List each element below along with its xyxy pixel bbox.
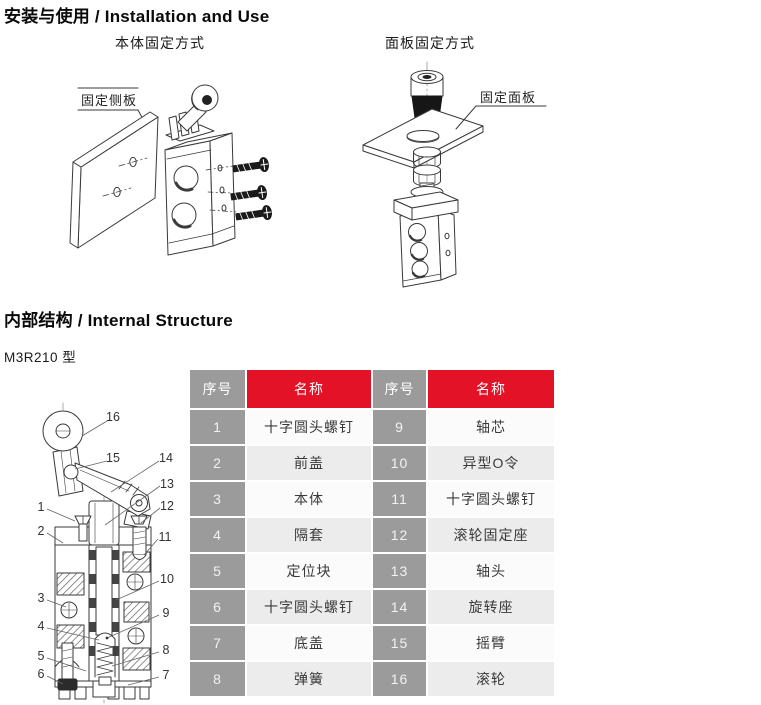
part-no-cell: 4: [190, 518, 245, 552]
part-no-cell: 16: [373, 662, 426, 696]
lock-nuts: [413, 146, 441, 187]
panel-mount-caption: 面板固定方式: [385, 35, 475, 51]
callout-9: 9: [163, 606, 170, 620]
part-no-cell: 14: [373, 590, 426, 624]
callout-2: 2: [38, 524, 45, 538]
table-row: 2 前盖 10 异型O令: [190, 446, 554, 480]
valve-body: [393, 191, 459, 288]
table-row: 1 十字圆头螺钉 9 轴芯: [190, 410, 554, 444]
part-name-cell: 十字圆头螺钉: [428, 482, 554, 516]
part-name-cell: 轴芯: [428, 410, 554, 444]
table-row: 7 底盖 15 摇臂: [190, 626, 554, 660]
callout-16: 16: [106, 410, 120, 424]
part-no-cell: 13: [373, 554, 426, 588]
part-name-cell: 摇臂: [428, 626, 554, 660]
header-name-right: 名称: [428, 370, 554, 408]
callout-6: 6: [38, 667, 45, 681]
callout-12: 12: [160, 499, 174, 513]
threaded-stem: [410, 182, 444, 198]
part-no-cell: 11: [373, 482, 426, 516]
part-no-cell: 1: [190, 410, 245, 444]
mounting-screws: [230, 157, 273, 221]
panel-label: 固定面板: [480, 90, 536, 105]
part-no-cell: 6: [190, 590, 245, 624]
part-name-cell: 旋转座: [428, 590, 554, 624]
table-row: 3 本体 11 十字圆头螺钉: [190, 482, 554, 516]
part-name-cell: 异型O令: [428, 446, 554, 480]
part-name-cell: 定位块: [247, 554, 371, 588]
mounting-plate: [69, 111, 159, 249]
part-name-cell: 滚轮: [428, 662, 554, 696]
part-name-cell: 隔套: [247, 518, 371, 552]
part-name-cell: 前盖: [247, 446, 371, 480]
part-name-cell: 弹簧: [247, 662, 371, 696]
roller-lever: [165, 84, 219, 142]
part-no-cell: 3: [190, 482, 245, 516]
table-row: 5 定位块 13 轴头: [190, 554, 554, 588]
part-no-cell: 9: [373, 410, 426, 444]
callout-3: 3: [38, 591, 45, 605]
part-name-cell: 轴头: [428, 554, 554, 588]
part-no-cell: 2: [190, 446, 245, 480]
parts-table-header: 序号 名称 序号 名称: [190, 370, 554, 408]
internal-structure-diagram: 1 2 3 4 5 6 7 8 9 10 11 12 13 14 15 16: [38, 402, 174, 704]
part-name-cell: 滚轮固定座: [428, 518, 554, 552]
panel-mount-diagram: 固定面板: [362, 61, 547, 288]
part-no-cell: 15: [373, 626, 426, 660]
callout-10: 10: [160, 572, 174, 586]
parts-table: 序号 名称 序号 名称 1 十字圆头螺钉 9 轴芯 2 前盖 10 异型O令 3…: [188, 368, 556, 698]
callout-numbers: 1 2 3 4 5 6 7 8 9 10 11 12 13 14 15 16: [38, 410, 174, 682]
callout-8: 8: [163, 643, 170, 657]
part-name-cell: 十字圆头螺钉: [247, 590, 371, 624]
callout-7: 7: [163, 668, 170, 682]
table-row: 6 十字圆头螺钉 14 旋转座: [190, 590, 554, 624]
valve-body: [164, 132, 237, 256]
table-row: 4 隔套 12 滚轮固定座: [190, 518, 554, 552]
part-no-cell: 7: [190, 626, 245, 660]
part-name-cell: 底盖: [247, 626, 371, 660]
part-no-cell: 12: [373, 518, 426, 552]
callout-4: 4: [38, 619, 45, 633]
installation-section-title: 安装与使用 / Installation and Use: [4, 7, 270, 26]
header-name-left: 名称: [247, 370, 371, 408]
callout-5: 5: [38, 649, 45, 663]
callout-11: 11: [159, 530, 172, 544]
model-label: M3R210 型: [4, 350, 77, 365]
callout-14: 14: [159, 451, 173, 465]
table-row: 8 弹簧 16 滚轮: [190, 662, 554, 696]
internal-section-title: 内部结构 / Internal Structure: [4, 311, 233, 330]
header-row: 序号 名称 序号 名称: [190, 370, 554, 408]
body-mount-diagram: 固定侧板: [69, 84, 273, 256]
side-plate-label: 固定侧板: [81, 93, 137, 108]
part-name-cell: 本体: [247, 482, 371, 516]
header-no-right: 序号: [373, 370, 426, 408]
panel-callout: 固定面板: [455, 90, 547, 130]
callout-1: 1: [38, 500, 45, 514]
callout-13: 13: [160, 477, 174, 491]
part-no-cell: 5: [190, 554, 245, 588]
mounting-panel: [362, 108, 484, 169]
part-no-cell: 8: [190, 662, 245, 696]
callout-leaders: [46, 420, 161, 686]
part-name-cell: 十字圆头螺钉: [247, 410, 371, 444]
part-no-cell: 10: [373, 446, 426, 480]
callout-15: 15: [106, 451, 120, 465]
valve-cross-section: [42, 402, 152, 704]
header-no-left: 序号: [190, 370, 245, 408]
body-mount-caption: 本体固定方式: [115, 35, 205, 51]
